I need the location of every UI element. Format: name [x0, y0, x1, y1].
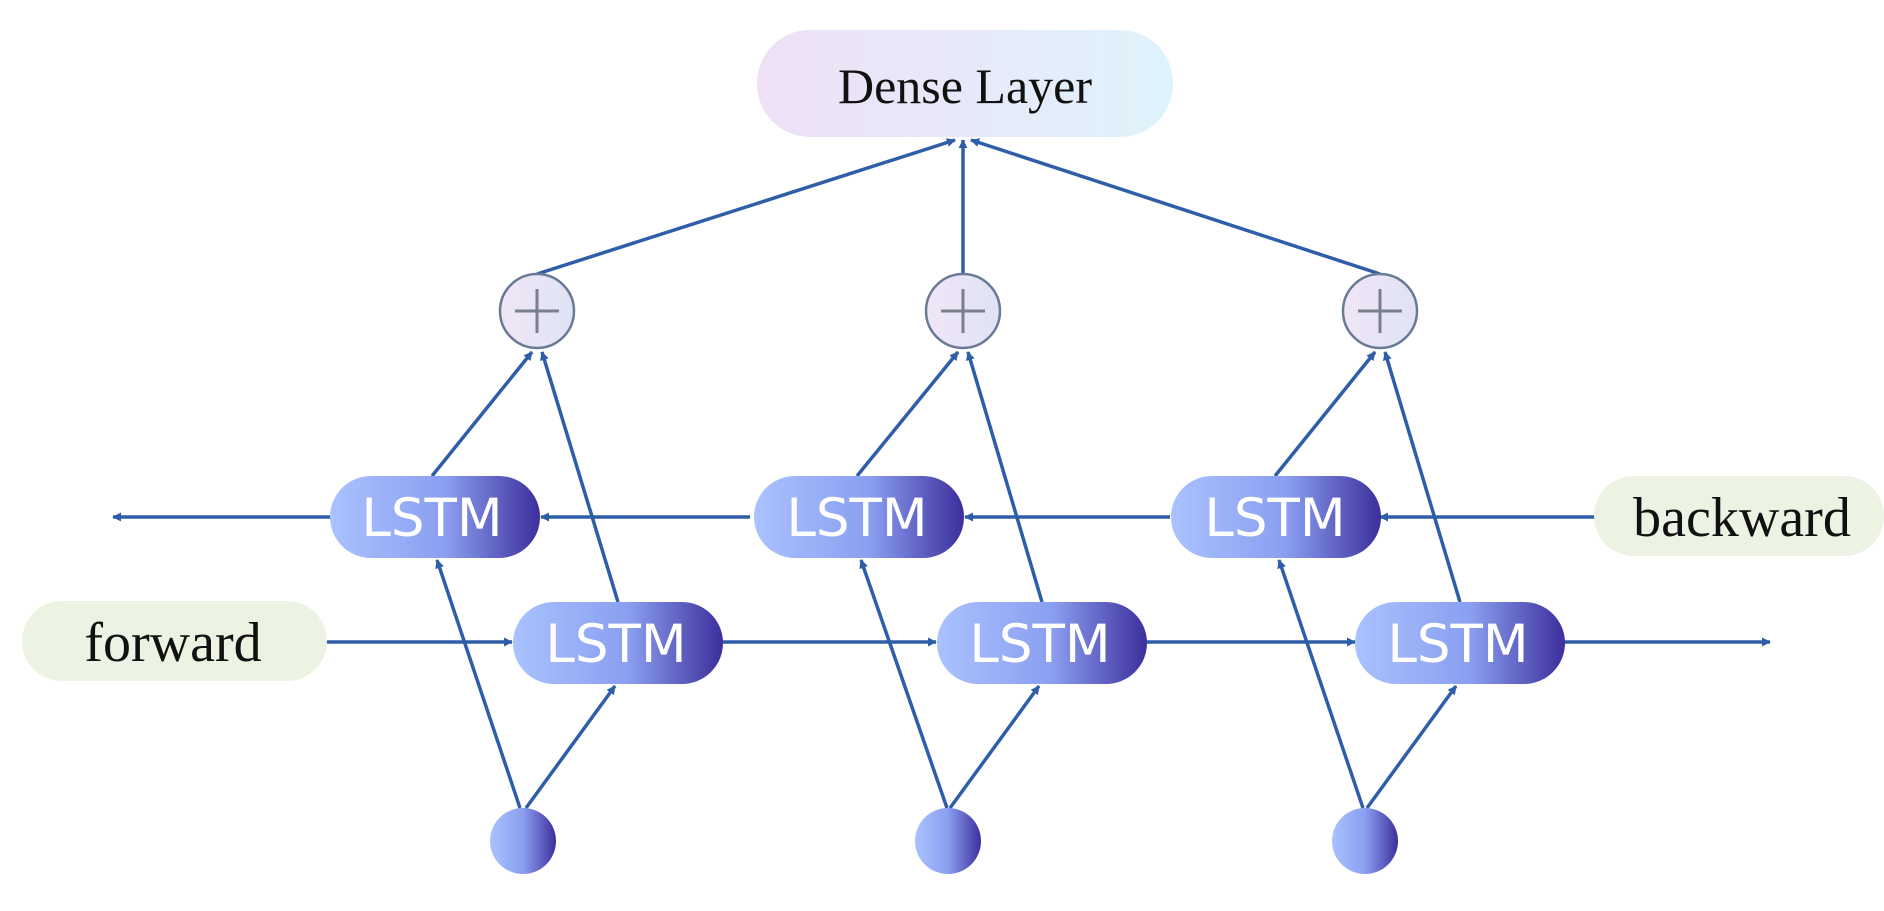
input-node [490, 808, 556, 874]
lstm-label: LSTM [545, 614, 686, 675]
input-node [915, 808, 981, 874]
forward-label: forward [84, 612, 261, 674]
plus-icon [1358, 289, 1402, 333]
edge-fwd1-sum1 [540, 351, 620, 603]
forward-lstm-cell: LSTM [1355, 602, 1565, 684]
edge-bwd3-sum3 [1273, 350, 1377, 478]
input-node [1332, 808, 1398, 874]
edge-sum1-dense [536, 138, 956, 276]
sum-node [498, 272, 576, 350]
backward-label-box: backward [1594, 476, 1884, 556]
dense-layer-label: Dense Layer [838, 58, 1092, 114]
plus-icon [941, 289, 985, 333]
forward-label-box: forward [22, 601, 327, 681]
forward-lstm-cell: LSTM [937, 602, 1147, 684]
backward-lstm-cell: LSTM [1171, 476, 1381, 558]
forward-lstm-cell: LSTM [513, 602, 723, 684]
connections [112, 138, 1771, 810]
edge-fwd2-sum2 [965, 351, 1044, 603]
edge-bwd2-sum2 [855, 350, 960, 478]
lstm-label: LSTM [786, 488, 927, 549]
backward-label: backward [1633, 487, 1851, 549]
edge-sum3-dense [970, 138, 1381, 276]
lstm-label: LSTM [969, 614, 1110, 675]
lstm-label: LSTM [1387, 614, 1528, 675]
sum-node [1341, 272, 1419, 350]
dense-layer: Dense Layer [757, 30, 1173, 137]
lstm-label: LSTM [1204, 488, 1345, 549]
lstm-label: LSTM [361, 488, 502, 549]
edge-fwd3-sum3 [1383, 351, 1462, 603]
plus-icon [515, 289, 559, 333]
edge-in2-bwd2 [859, 559, 949, 809]
backward-lstm-cell: LSTM [330, 476, 540, 558]
edge-in3-fwd3 [1365, 684, 1458, 810]
sum-node [924, 272, 1002, 350]
edge-in2-fwd2 [948, 684, 1041, 810]
edge-in1-fwd1 [524, 684, 617, 810]
edge-in3-bwd3 [1277, 559, 1365, 809]
edge-bwd1-sum1 [430, 350, 534, 478]
backward-lstm-cell: LSTM [754, 476, 964, 558]
edge-in1-bwd1 [435, 559, 522, 809]
